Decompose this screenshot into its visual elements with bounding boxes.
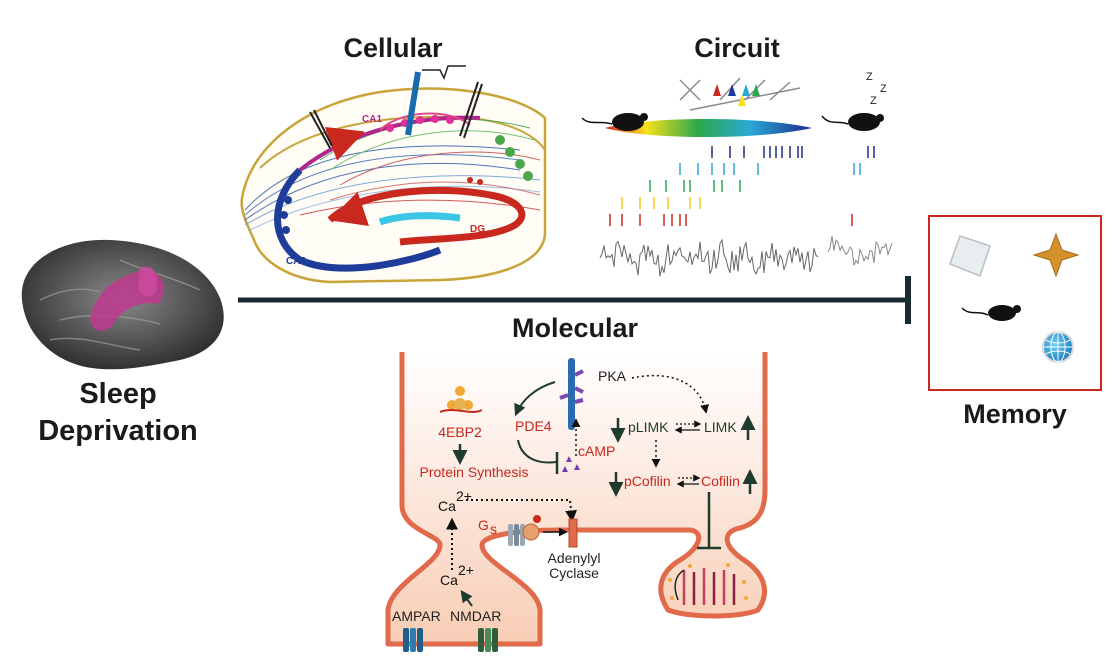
nmdar-ca-arrow [460,590,473,607]
hippocampus-diagram: CA1 CA3 DG [240,87,547,284]
nmdar-receptor [478,628,498,652]
protein-synthesis-label: Protein Synthesis [420,464,529,480]
dg-label: DG [470,224,485,235]
memory-box [928,215,1102,391]
globe-icon [1042,331,1074,363]
pka-icon [559,358,584,430]
gs-subscript: s [490,521,497,537]
star-icon [1032,232,1080,278]
ca-lower-label: Ca [440,572,458,588]
brain-icon [21,239,224,370]
ca-lower-charge: 2+ [458,562,474,578]
4ebp2-icon [439,386,483,413]
cellular-title: Cellular [343,33,443,63]
adenylyl-cyclase-icon [568,518,578,548]
cofilin-label: Cofilin [701,473,740,489]
sleeping-mouse-icon [821,113,884,131]
cyclase-label: Cyclase [549,565,599,581]
limk-label: LIMK [704,419,737,435]
pde4-camp-inhibit [517,439,557,464]
sleep-label: Sleep [79,378,156,410]
circuit-title: Circuit [694,33,780,63]
gs-label: G [478,517,489,533]
molecular-title: Molecular [512,313,639,343]
plimk-label: pLIMK [628,419,669,435]
adenylyl-label: Adenylyl [548,550,601,566]
lfp-trace-sleep [827,235,893,266]
ampar-receptor [403,628,423,652]
place-cell-neurons [679,77,801,111]
recording-electrode [405,71,421,136]
memory-title: Memory [963,399,1067,429]
actin-filaments [668,563,748,605]
pka-label: PKA [598,368,627,384]
pka-limk-arrow [631,374,709,414]
lfp-trace-wake [599,238,819,277]
spike-trace [422,65,466,80]
ca3-label: CA3 [286,256,306,267]
sleep-z-3: Z [870,95,877,107]
sleep-z-2: Z [880,83,887,95]
paper-icon [949,235,991,277]
4ebp2-label: 4EBP2 [438,424,482,440]
nmdar-label: NMDAR [450,608,501,624]
gpcr-icon [508,524,525,546]
mouse-memory-icon [961,305,1021,321]
electrode-icon [309,81,483,149]
track-rainbow [605,119,812,137]
pcofilin-label: pCofilin [624,473,671,489]
mouse-icon [581,113,648,131]
camp-molecules [562,456,580,472]
ca1-label: CA1 [362,114,382,125]
pde4-label: PDE4 [515,418,552,434]
sleep-z-1: Z [866,71,873,83]
ca-upper-charge: 2+ [456,488,472,504]
deprivation-label: Deprivation [38,415,198,447]
spike-raster [609,146,875,226]
ca-upper-label: Ca [438,498,456,514]
ampar-label: AMPAR [392,608,441,624]
pka-pde4-arrow [514,381,556,417]
gs-protein-icon [522,515,541,541]
camp-label: cAMP [578,443,615,459]
dendritic-spine [385,352,768,647]
